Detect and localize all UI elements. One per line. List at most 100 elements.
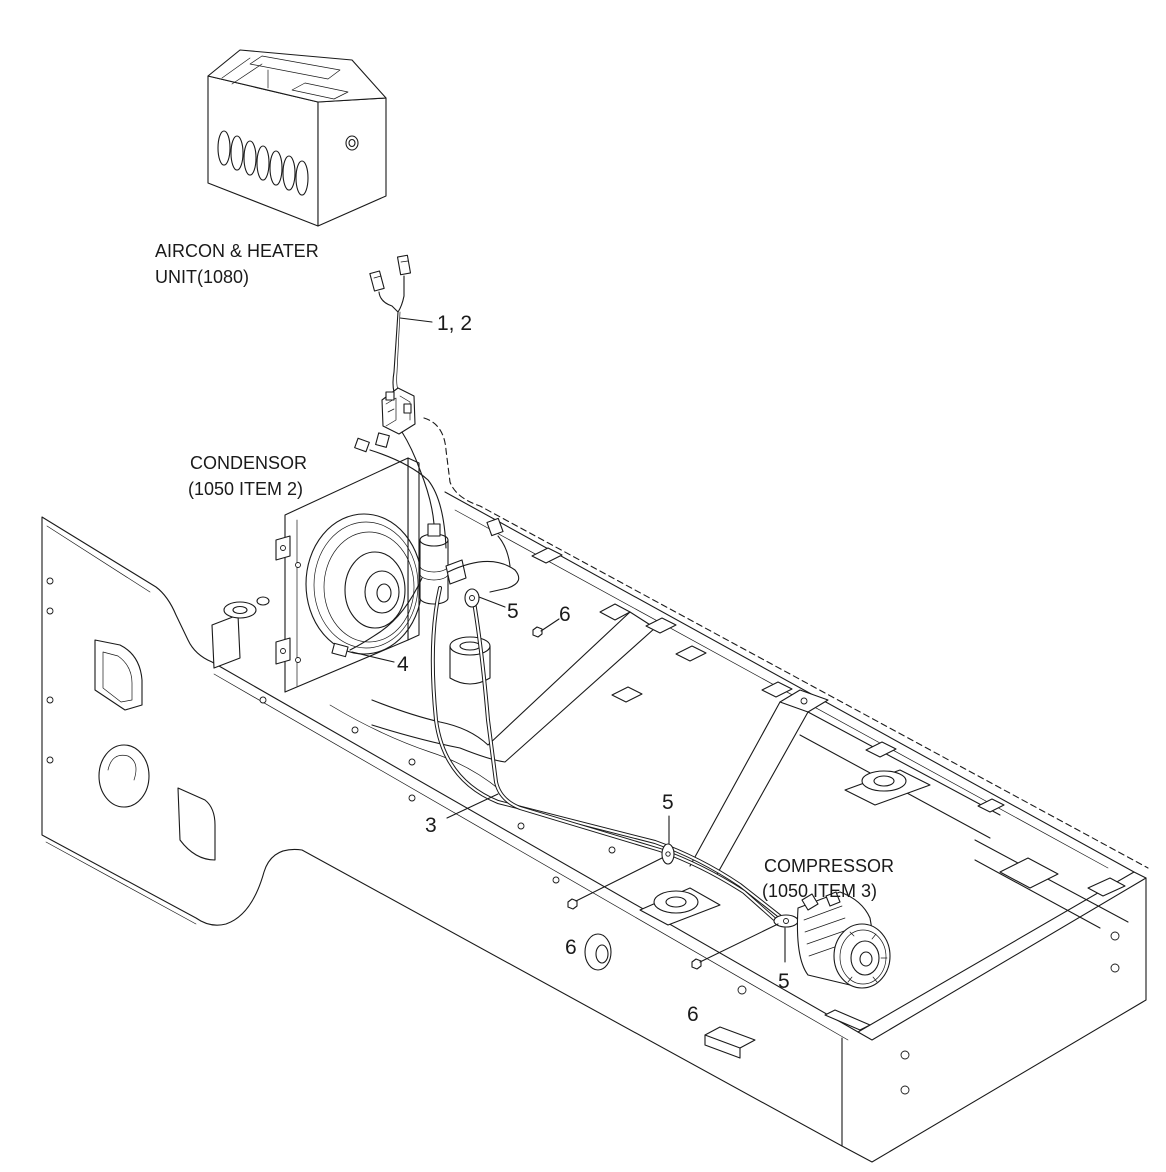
callout-item-5: 5 — [507, 600, 519, 623]
condensor-bolt — [295, 657, 301, 663]
chassis-frame — [41, 417, 1149, 1163]
condensor-bolt — [295, 562, 301, 568]
left-plate-cutout-round — [98, 744, 150, 808]
frame-hole — [517, 822, 525, 830]
mounting-pad — [645, 617, 677, 634]
compressor-fitting — [825, 891, 841, 907]
aircon-unit-top-panel — [249, 55, 341, 80]
cab-floor-outline-dashed — [423, 417, 1149, 869]
end-crossmember-upper-edge — [974, 839, 1129, 923]
aircon-hose-core — [431, 587, 783, 919]
frame-hole — [408, 794, 416, 802]
compressor-hub — [859, 951, 873, 967]
condensor-fan-ring — [323, 531, 415, 643]
frame-hole — [1110, 931, 1120, 941]
compressor — [796, 891, 891, 989]
leader-line-4 — [351, 651, 395, 663]
frame-hole — [259, 696, 267, 704]
condensor-fan-connector — [331, 642, 349, 658]
harness-connector — [486, 517, 504, 537]
compressor-fitting — [801, 893, 819, 911]
harness-connector — [369, 270, 385, 292]
hex-bolt — [532, 626, 543, 638]
cab-mount-eyelet — [861, 770, 907, 792]
frame-hole — [408, 758, 416, 766]
frame-hole — [900, 1050, 910, 1060]
condensor-fan-wire — [349, 577, 423, 651]
hose-clamps — [464, 588, 799, 928]
hose-clamp-hole — [665, 851, 671, 857]
mounting-pad — [977, 798, 1005, 813]
compressor-pulley-teeth — [847, 931, 888, 983]
condensor-label-line1: CONDENSOR — [190, 453, 307, 473]
engine-mount-block — [211, 614, 241, 669]
frame-hole — [737, 985, 747, 995]
aircon-heater-unit — [207, 49, 387, 227]
receiver-drier-fitting — [427, 523, 441, 537]
condensor-label-line2: (1050 ITEM 2) — [188, 479, 303, 499]
harness-wire — [497, 535, 511, 567]
relay-terminal — [403, 403, 412, 414]
middle-beam-edge-right — [715, 711, 809, 877]
mounting-pad — [599, 603, 631, 621]
frame-hole — [1110, 963, 1120, 973]
harness-wire — [447, 560, 520, 593]
frame-hole — [46, 756, 54, 764]
connector-latch — [373, 260, 409, 279]
component-labels: AIRCON & HEATER UNIT(1080) CONDENSOR (10… — [155, 241, 894, 901]
cab-mount-hole — [873, 775, 895, 787]
clamp-bolts — [532, 626, 702, 970]
condensor-bracket-bolt — [280, 545, 286, 551]
frame-hole — [46, 607, 54, 615]
callout-item-5: 5 — [662, 791, 674, 814]
hose-clamp-hole — [469, 595, 475, 601]
coil-loop — [243, 140, 257, 176]
mounting-pad — [761, 681, 793, 698]
left-plate-edge — [46, 525, 151, 593]
frame-hole — [900, 1085, 910, 1095]
condensor-bracket-bolt — [280, 648, 286, 654]
mount-nut — [256, 596, 270, 606]
mounting-pad — [1087, 877, 1126, 897]
item-callouts: 1, 2 5 6 4 5 3 6 5 6 — [397, 312, 790, 1026]
rear-crossmember-upper-edge — [807, 711, 1001, 816]
frame-hole — [608, 846, 616, 854]
left-plate-cutout-round-inner — [107, 754, 137, 781]
aircon-unit-port-inner — [348, 138, 356, 148]
aircon-unit-coil — [217, 130, 309, 196]
harness-wire — [369, 449, 447, 549]
leader-line-6-upper — [540, 618, 560, 632]
bottom-bracket — [704, 1026, 756, 1049]
engine-mount-hole — [232, 605, 248, 615]
leader-line-3 — [446, 793, 499, 819]
frame-hole — [351, 726, 359, 734]
left-plate-cutout-lower — [177, 787, 216, 861]
leader-line-5-upper — [478, 596, 506, 608]
frame-boss-inner — [595, 944, 609, 964]
mounting-pad — [999, 857, 1059, 889]
cab-mount-hole — [665, 896, 687, 908]
front-crossmember-upper-edge — [371, 611, 631, 746]
harness-wire — [401, 431, 435, 525]
wiring-harness — [331, 254, 520, 658]
compressor-label-line1: COMPRESSOR — [764, 856, 894, 876]
relay-detail — [385, 395, 411, 427]
mounting-pad — [865, 741, 897, 758]
frame-hole — [46, 696, 54, 704]
compressor-fin — [803, 905, 850, 957]
harness-connector — [375, 432, 390, 448]
coil-loop — [269, 150, 283, 186]
coil-loop — [217, 130, 231, 166]
hex-bolt — [567, 898, 578, 910]
aircon-hose-core — [473, 601, 781, 925]
side-rail-flange-line — [213, 673, 849, 1041]
cab-mount-eyelet — [449, 636, 491, 656]
hex-bolt — [691, 958, 702, 970]
leader-line-1-2 — [399, 317, 433, 323]
harness-wire — [378, 291, 399, 393]
mounting-pad — [531, 547, 563, 564]
callout-item-1-2: 1, 2 — [437, 312, 472, 335]
leader-line-6-middle — [575, 857, 663, 902]
